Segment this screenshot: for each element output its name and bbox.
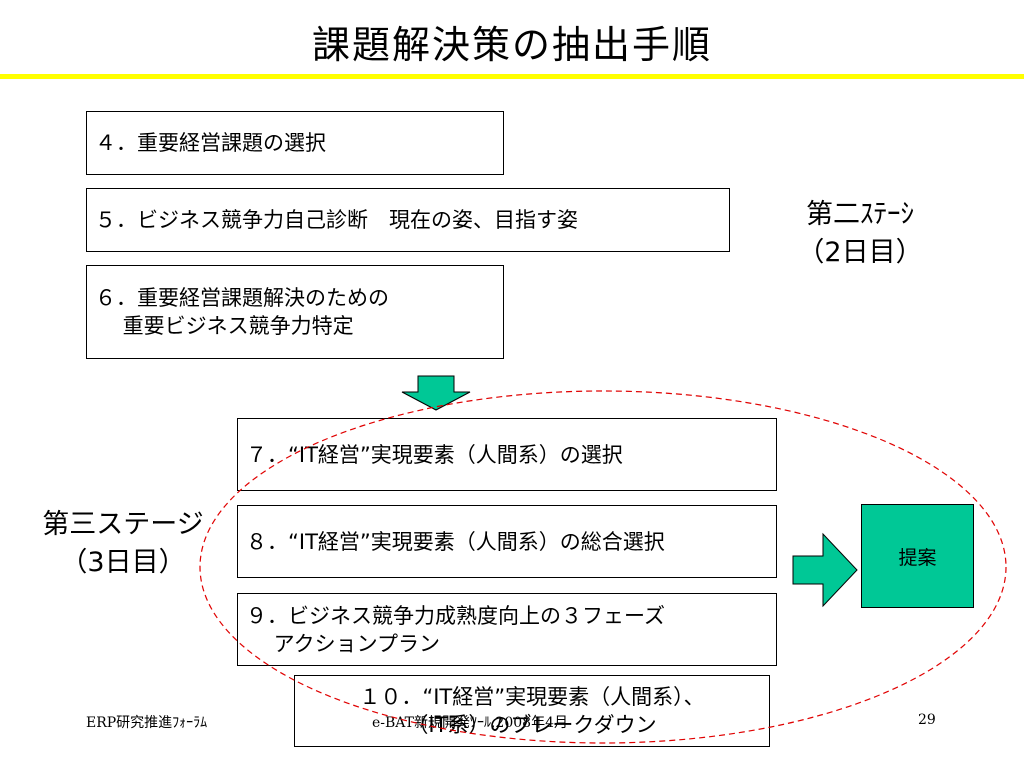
third-stage-label: 第三ステージ （3日目） bbox=[18, 506, 228, 582]
step-6-box: ６．重要経営課題解決のための 重要ビジネス競争力特定 bbox=[86, 265, 504, 359]
step-9-line-1: ９．ビジネス競争力成熟度向上の３フェーズ bbox=[246, 603, 665, 628]
footer-tool-date: e-BAT新規開発ﾂｰﾙ,2008年4月 bbox=[372, 715, 568, 731]
second-stage-day: （2日目） bbox=[797, 237, 923, 268]
down-arrow-icon bbox=[401, 375, 471, 411]
footer-organization: ERP研究推進ﾌｫｰﾗﾑ bbox=[86, 715, 208, 731]
step-9-line-2: アクションプラン bbox=[246, 631, 440, 656]
third-stage-title: 第三ステージ bbox=[42, 509, 204, 540]
step-4-box: ４．重要経営課題の選択 bbox=[86, 111, 504, 175]
step-10-line-1: １０．“IT経営”実現要素（人間系）、 bbox=[359, 685, 705, 709]
step-6-line-1: ６．重要経営課題解決のための bbox=[95, 286, 389, 310]
footer-page-number: 29 bbox=[918, 712, 936, 728]
proposal-label: 提案 bbox=[898, 546, 937, 569]
step-7-box: ７．“IT経営”実現要素（人間系）の選択 bbox=[237, 418, 777, 491]
proposal-box: 提案 bbox=[861, 504, 974, 608]
step-5-box: ５．ビジネス競争力自己診断 現在の姿、目指す姿 bbox=[86, 188, 730, 252]
step-8-label: ８．“IT経営”実現要素（人間系）の総合選択 bbox=[246, 529, 665, 554]
step-6-line-2: 重要ビジネス競争力特定 bbox=[95, 314, 354, 338]
second-stage-label: 第二ｽﾃｰｼ （2日目） bbox=[770, 196, 950, 272]
third-stage-ellipse bbox=[199, 390, 1007, 744]
step-5-label: ５．ビジネス競争力自己診断 現在の姿、目指す姿 bbox=[95, 208, 578, 232]
step-10-line-2: （IT系）のブレークダウン bbox=[407, 713, 657, 737]
third-stage-day: （3日目） bbox=[60, 547, 186, 578]
title-underline bbox=[0, 74, 1024, 79]
right-arrow-icon bbox=[792, 532, 858, 608]
step-8-box: ８．“IT経営”実現要素（人間系）の総合選択 bbox=[237, 505, 777, 578]
step-9-box: ９．ビジネス競争力成熟度向上の３フェーズ アクションプラン bbox=[237, 593, 777, 666]
second-stage-title: 第二ｽﾃｰｼ bbox=[806, 199, 914, 230]
step-4-label: ４．重要経営課題の選択 bbox=[95, 131, 326, 155]
step-10-box: １０．“IT経営”実現要素（人間系）、 （IT系）のブレークダウン bbox=[294, 675, 770, 747]
page-title: 課題解決策の抽出手順 bbox=[311, 23, 712, 67]
